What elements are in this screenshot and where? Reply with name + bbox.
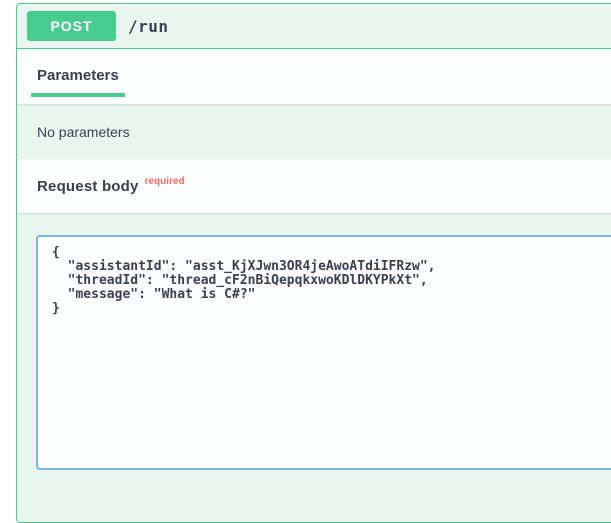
- request-body-section: { "assistantId": "asst_KjXJwn3OR4jeAwoAT…: [17, 213, 611, 470]
- request-body-section-header: Request body required: [17, 159, 611, 213]
- tab-parameters[interactable]: Parameters: [31, 67, 125, 97]
- parameters-section-header: Parameters: [17, 49, 611, 104]
- http-method-badge: POST: [27, 11, 116, 41]
- request-body-title: Request body: [37, 177, 139, 195]
- no-parameters-message: No parameters: [37, 123, 130, 140]
- endpoint-path: /run: [128, 16, 169, 36]
- operation-block-post-run: POST /run Parameters No parameters Reque…: [16, 3, 611, 523]
- endpoint-summary-header[interactable]: POST /run: [17, 4, 611, 49]
- required-badge: required: [144, 175, 185, 187]
- request-body-editor[interactable]: { "assistantId": "asst_KjXJwn3OR4jeAwoAT…: [36, 235, 611, 470]
